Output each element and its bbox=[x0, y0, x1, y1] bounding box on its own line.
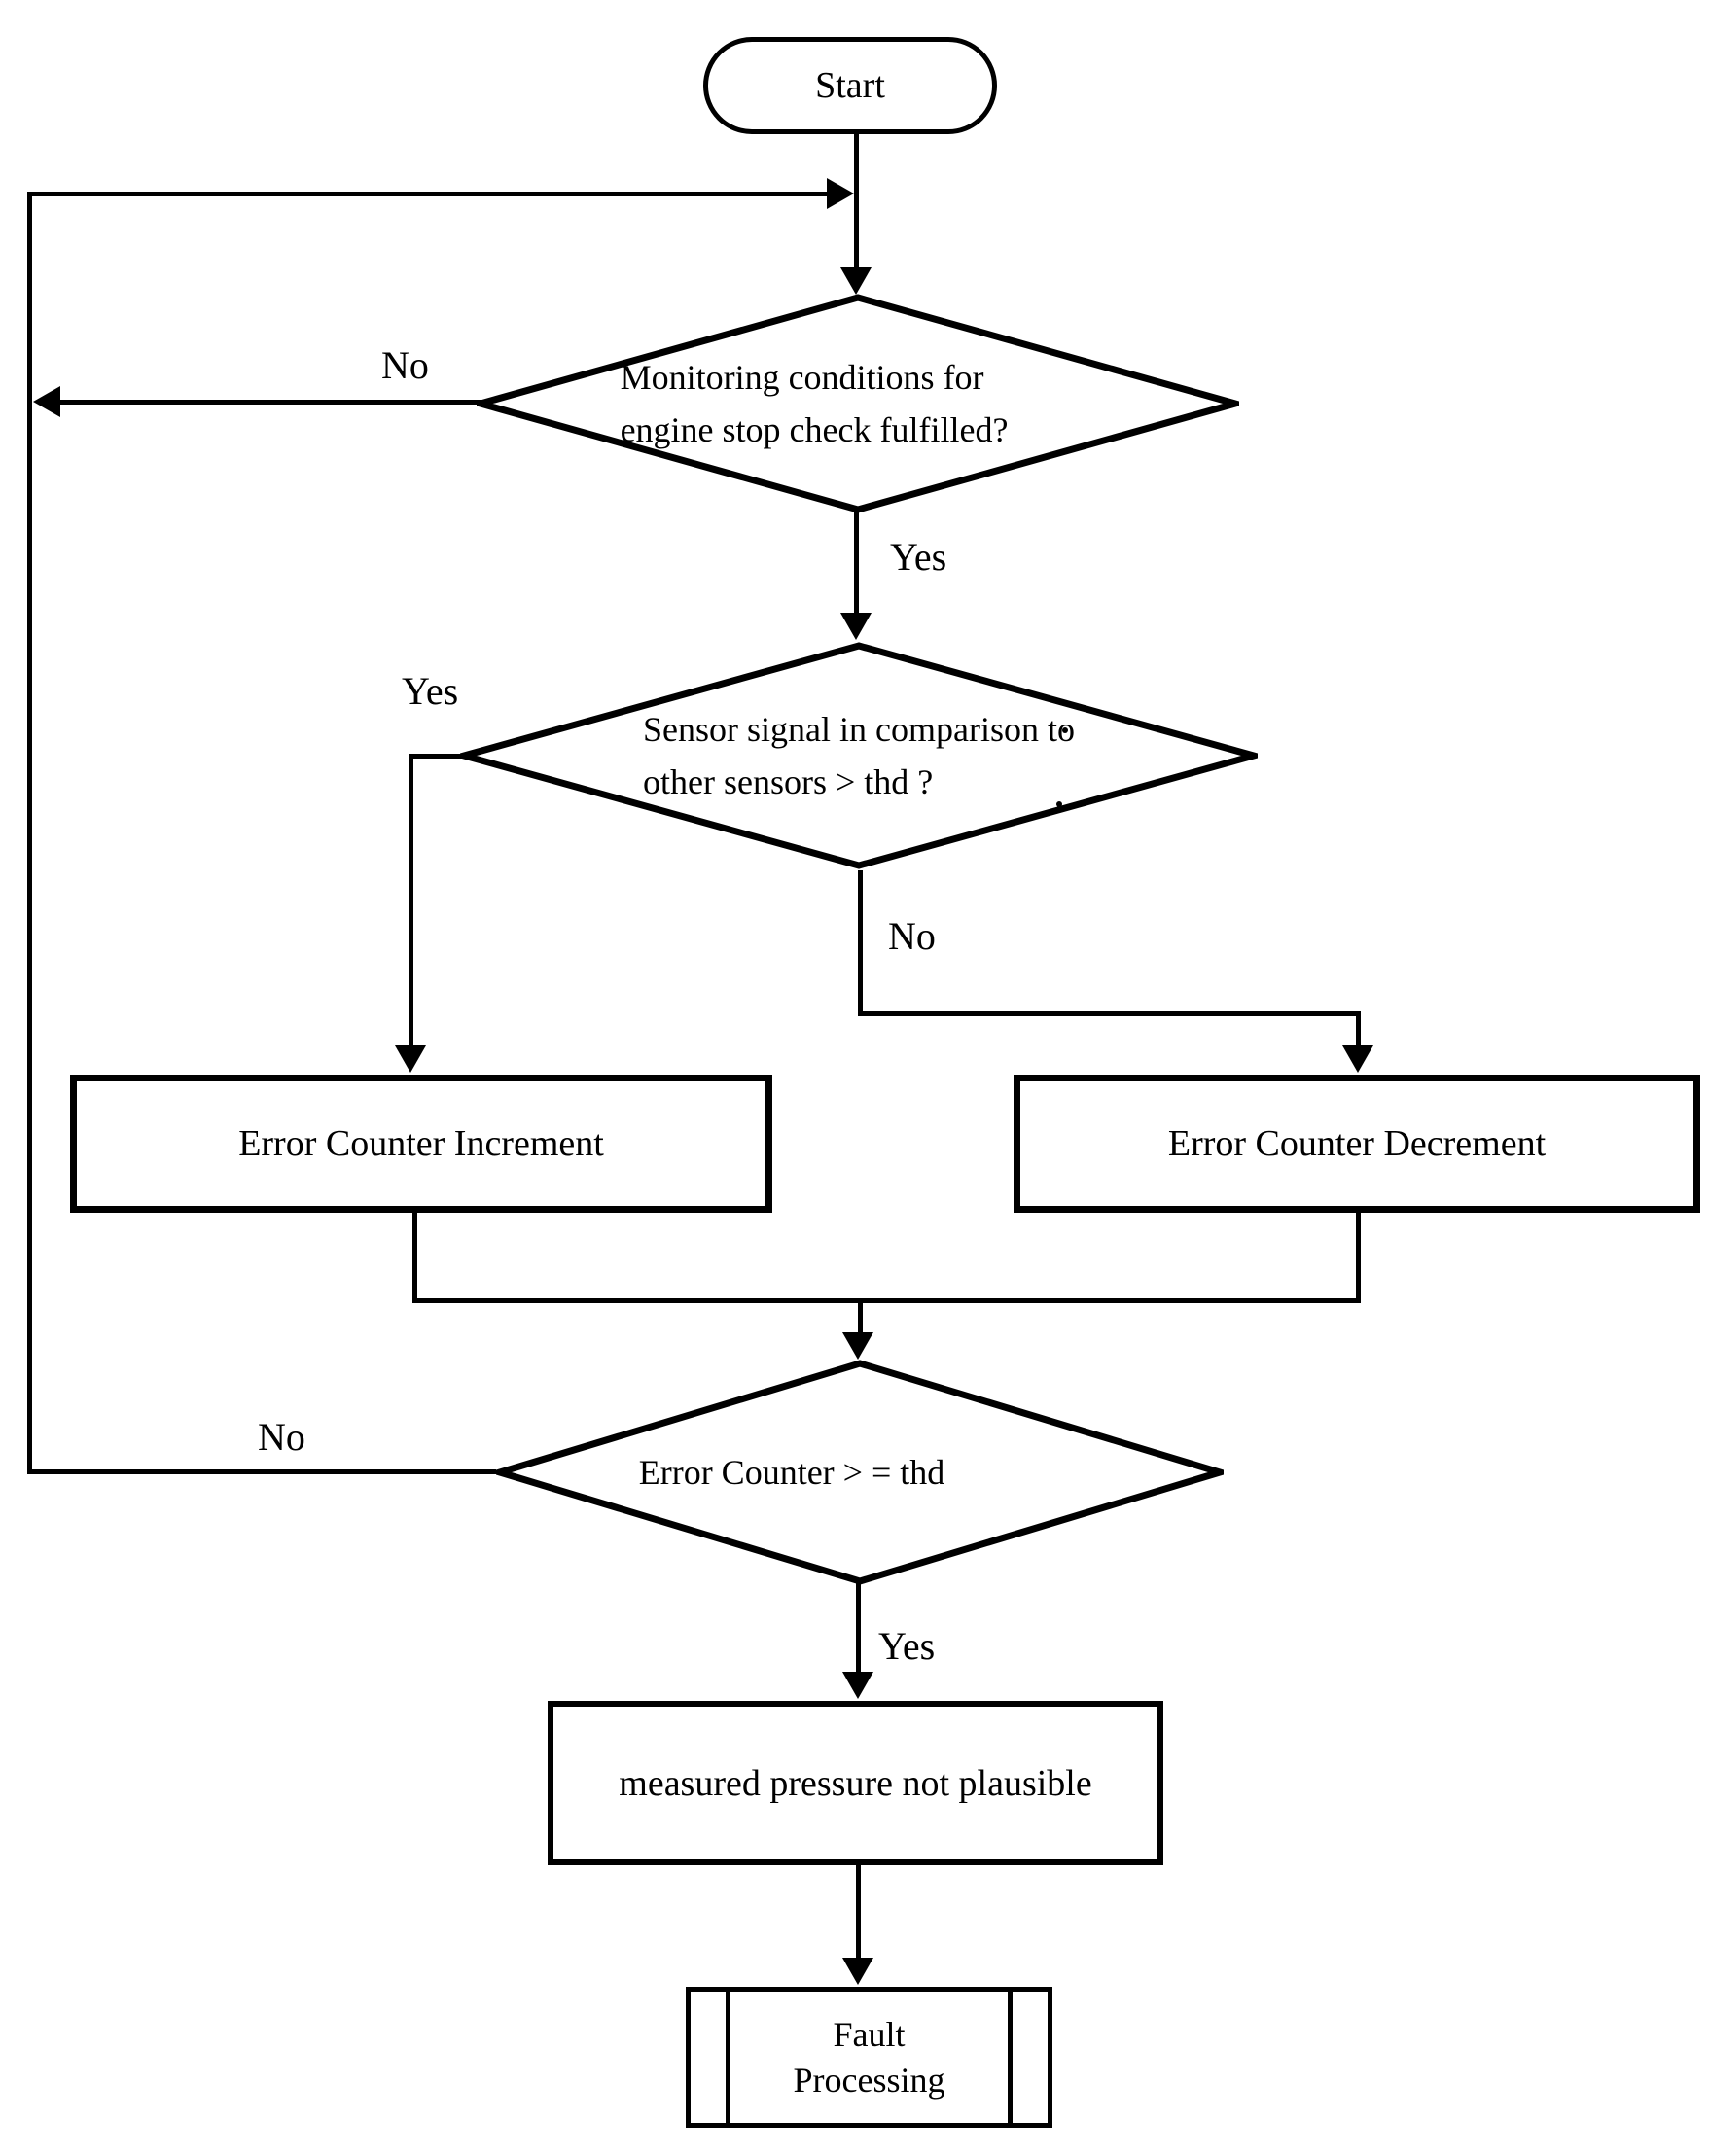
connector-decision2-yes-horizontal bbox=[409, 754, 462, 759]
connector-increment-exit bbox=[412, 1211, 417, 1303]
connector-decision3-yes bbox=[856, 1583, 861, 1675]
connector-decision1-yes bbox=[854, 512, 859, 615]
decision-monitoring-text: Monitoring conditions for engine stop ch… bbox=[620, 358, 1009, 449]
decision1-yes-label: Yes bbox=[890, 535, 947, 579]
scan-artifact-dot bbox=[1062, 727, 1068, 733]
connector-to-fault-processing bbox=[856, 1863, 861, 1960]
process-not-plausible-label: measured pressure not plausible bbox=[619, 1762, 1092, 1804]
arrowhead-into-fault-processing bbox=[842, 1958, 873, 1985]
process-error-counter-decrement: Error Counter Decrement bbox=[1014, 1075, 1700, 1213]
decision2-yes-label: Yes bbox=[402, 669, 459, 713]
arrowhead-into-decision2 bbox=[840, 613, 872, 640]
connector-decision2-no-horizontal bbox=[858, 1011, 1361, 1016]
connector-merge-stub bbox=[858, 1298, 863, 1337]
decision-diamond-shape bbox=[496, 1360, 1224, 1585]
decision3-yes-label: Yes bbox=[878, 1624, 936, 1668]
process-increment-label: Error Counter Increment bbox=[238, 1123, 604, 1164]
connector-decision2-no-vertical2 bbox=[1356, 1011, 1361, 1050]
predefined-process-right-bar bbox=[1008, 1992, 1013, 2123]
connector-decision1-no bbox=[58, 400, 486, 405]
connector-decision3-no bbox=[29, 1469, 496, 1474]
arrowhead-into-decision1 bbox=[840, 267, 872, 295]
arrowhead-decision1-no bbox=[33, 386, 60, 417]
connector-decision2-no-vertical1 bbox=[858, 870, 863, 1016]
process-decrement-label: Error Counter Decrement bbox=[1167, 1123, 1547, 1164]
arrowhead-into-not-plausible-box bbox=[842, 1672, 873, 1699]
arrowhead-loopback-into-mainline bbox=[827, 178, 854, 209]
fault-processing-text: Fault Processing bbox=[793, 2014, 945, 2100]
decision-diamond-shape bbox=[477, 294, 1239, 513]
connector-decision2-yes-vertical bbox=[409, 754, 413, 1050]
predefined-process-left-bar bbox=[726, 1992, 730, 2123]
arrowhead-into-increment-box bbox=[395, 1045, 426, 1073]
predefined-process-fault-processing: Fault Processing bbox=[686, 1987, 1052, 2128]
decision2-no-label: No bbox=[888, 914, 936, 958]
connector-merge-horizontal bbox=[412, 1298, 1361, 1303]
arrowhead-into-decision3 bbox=[842, 1332, 873, 1360]
decision-diamond-shape bbox=[460, 642, 1258, 869]
process-error-counter-increment: Error Counter Increment bbox=[70, 1075, 772, 1213]
decision-sensor-signal: Sensor signal in comparison to other sen… bbox=[460, 642, 1258, 869]
connector-decrement-exit bbox=[1356, 1211, 1361, 1303]
decision-sensor-text: Sensor signal in comparison to other sen… bbox=[643, 710, 1075, 801]
arrowhead-into-decrement-box bbox=[1342, 1045, 1373, 1073]
process-measured-pressure-not-plausible: measured pressure not plausible bbox=[548, 1701, 1163, 1865]
decision-monitoring-conditions: Monitoring conditions for engine stop ch… bbox=[477, 294, 1239, 513]
decision-error-counter-text: Error Counter > = thd bbox=[638, 1453, 945, 1492]
start-terminator: Start bbox=[703, 37, 997, 134]
scan-artifact-dot bbox=[1056, 801, 1062, 807]
decision3-no-label: No bbox=[258, 1415, 305, 1459]
loopback-top-line bbox=[27, 192, 827, 196]
start-label: Start bbox=[815, 65, 885, 106]
decision-error-counter-threshold: Error Counter > = thd bbox=[496, 1360, 1224, 1585]
loopback-left-line bbox=[27, 192, 32, 1474]
decision1-no-label: No bbox=[381, 343, 429, 387]
connector-start-to-decision1 bbox=[854, 131, 859, 272]
